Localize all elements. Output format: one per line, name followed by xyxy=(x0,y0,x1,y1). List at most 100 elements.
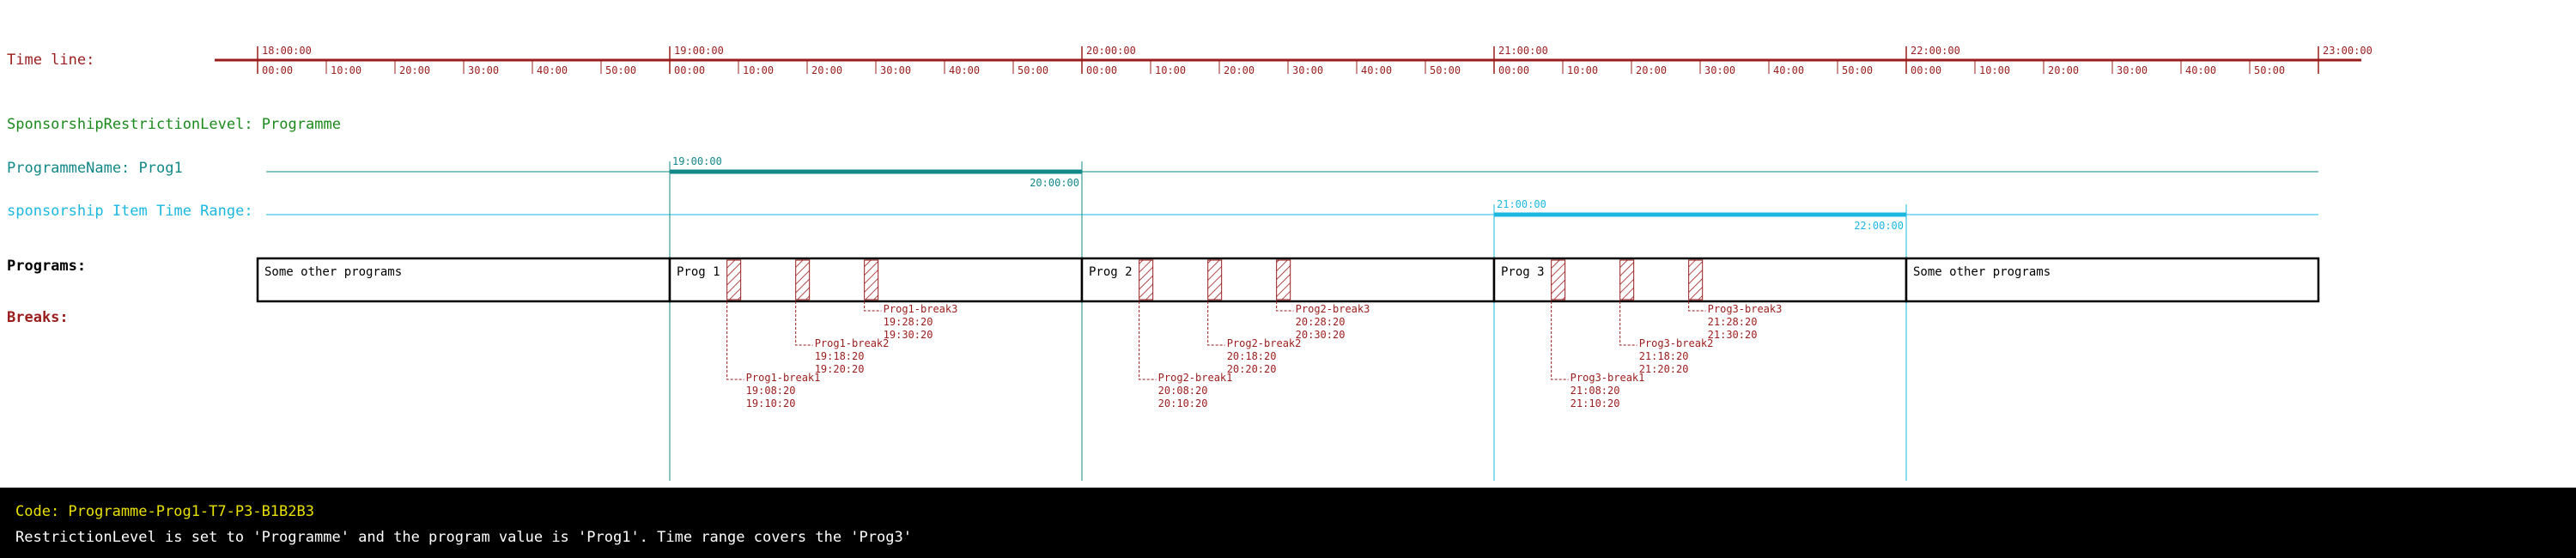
break-start-time: 20:08:20 xyxy=(1158,385,1208,397)
break-block xyxy=(1276,259,1291,300)
program-name: Prog 1 xyxy=(677,265,720,279)
break-block xyxy=(795,259,811,300)
minute-tick-label: 10:00 xyxy=(743,64,774,76)
break-start-time: 20:18:20 xyxy=(1227,350,1277,362)
minute-tick-label: 30:00 xyxy=(468,64,499,76)
minute-tick-label: 20:00 xyxy=(811,64,842,76)
footer-code: Code: Programme-Prog1-T7-P3-B1B2B3 xyxy=(15,503,314,520)
hour-tick-label: 18:00:00 xyxy=(262,45,312,57)
break-start-time: 20:28:20 xyxy=(1296,316,1346,328)
hour-tick-label: 20:00:00 xyxy=(1086,45,1136,57)
minute-tick-label: 40:00 xyxy=(2185,64,2216,76)
break-leader-line xyxy=(1688,301,1706,312)
minute-tick-label: 30:00 xyxy=(880,64,911,76)
minute-tick-label: 20:00 xyxy=(1224,64,1255,76)
break-block xyxy=(1551,259,1566,300)
break-end-time: 19:30:20 xyxy=(884,329,933,341)
minute-tick-label: 10:00 xyxy=(331,64,361,76)
timeline-diagram: Time line: SponsorshipRestrictionLevel: … xyxy=(7,45,2372,481)
break-name: Prog1-break3 xyxy=(884,303,958,315)
item-range-start: 21:00:00 xyxy=(1497,198,1546,210)
minute-tick-label: 40:00 xyxy=(1361,64,1392,76)
break-name: Prog1-break2 xyxy=(815,337,890,349)
break-name: Prog2-break2 xyxy=(1227,337,1302,349)
break-block xyxy=(864,259,879,300)
break-end-time: 19:20:20 xyxy=(815,363,865,375)
restriction-level-label: SponsorshipRestrictionLevel: Programme xyxy=(7,116,341,133)
item-time-range-label: sponsorship Item Time Range: xyxy=(7,203,253,220)
break-start-time: 19:28:20 xyxy=(884,316,933,328)
minute-tick-label: 30:00 xyxy=(2117,64,2148,76)
break-end-time: 20:30:20 xyxy=(1296,329,1346,341)
minute-tick-label: 50:00 xyxy=(1018,64,1048,76)
break-end-time: 20:10:20 xyxy=(1158,397,1208,409)
break-block xyxy=(1688,259,1704,300)
minute-tick-label: 00:00 xyxy=(674,64,705,76)
hour-tick-label: 23:00:00 xyxy=(2323,45,2372,57)
break-start-time: 19:08:20 xyxy=(746,385,796,397)
schedule-svg: 18:00:00 00:00 10:00 20:00 30:00 40:00 50:00 19… xyxy=(215,45,2372,481)
break-block xyxy=(1619,259,1635,300)
break-block xyxy=(1207,259,1223,300)
break-name: Prog2-break1 xyxy=(1158,372,1233,384)
programme-range-end: 20:00:00 xyxy=(1030,177,1079,189)
program-block xyxy=(1905,257,2320,303)
break-name: Prog2-break3 xyxy=(1296,303,1370,315)
minute-tick-label: 00:00 xyxy=(1086,64,1117,76)
minute-tick-label: 00:00 xyxy=(1911,64,1941,76)
break-name: Prog3-break3 xyxy=(1708,303,1783,315)
break-start-time: 19:18:20 xyxy=(815,350,865,362)
minute-tick-label: 20:00 xyxy=(399,64,430,76)
program-name: Prog 2 xyxy=(1089,265,1133,279)
item-range-end: 22:00:00 xyxy=(1854,220,1904,232)
programme-name-label: ProgrammeName: Prog1 xyxy=(7,160,183,177)
break-start-time: 21:18:20 xyxy=(1639,350,1689,362)
break-end-time: 21:20:20 xyxy=(1639,363,1689,375)
minute-tick-label: 00:00 xyxy=(262,64,293,76)
break-leader-line xyxy=(1619,301,1637,346)
minute-tick-label: 30:00 xyxy=(1704,64,1735,76)
hour-tick-label: 21:00:00 xyxy=(1498,45,1548,57)
break-end-time: 21:30:20 xyxy=(1708,329,1758,341)
break-name: Prog3-break2 xyxy=(1639,337,1714,349)
hour-tick-label: 19:00:00 xyxy=(674,45,724,57)
break-leader-line xyxy=(726,301,744,380)
break-leader-line xyxy=(1551,301,1569,380)
programs-label: Programs: xyxy=(7,258,87,275)
minute-tick-label: 20:00 xyxy=(1636,64,1667,76)
minute-tick-label: 50:00 xyxy=(1842,64,1873,76)
break-block xyxy=(1139,259,1154,300)
minute-tick-label: 20:00 xyxy=(2048,64,2079,76)
break-start-time: 21:28:20 xyxy=(1708,316,1758,328)
break-start-time: 21:08:20 xyxy=(1571,385,1620,397)
footer-description: RestrictionLevel is set to 'Programme' a… xyxy=(15,529,912,546)
break-block xyxy=(726,259,742,300)
program-name: Some other programs xyxy=(264,265,402,279)
footer-panel: Code: Programme-Prog1-T7-P3-B1B2B3 Restr… xyxy=(0,488,2576,558)
breaks-label: Breaks: xyxy=(7,309,69,326)
minute-tick-label: 10:00 xyxy=(1567,64,1598,76)
break-end-time: 21:10:20 xyxy=(1571,397,1620,409)
minute-tick-label: 00:00 xyxy=(1498,64,1529,76)
break-leader-line xyxy=(1276,301,1294,312)
program-name: Prog 3 xyxy=(1501,265,1545,279)
break-name: Prog3-break1 xyxy=(1571,372,1645,384)
program-name: Some other programs xyxy=(1913,265,2050,279)
minute-tick-label: 50:00 xyxy=(605,64,636,76)
break-end-time: 19:10:20 xyxy=(746,397,796,409)
break-leader-line xyxy=(795,301,813,346)
hour-tick-label: 22:00:00 xyxy=(1911,45,1960,57)
minute-tick-label: 50:00 xyxy=(1430,64,1461,76)
minute-tick-label: 10:00 xyxy=(1979,64,2010,76)
minute-tick-label: 40:00 xyxy=(537,64,568,76)
programme-range-start: 19:00:00 xyxy=(672,155,722,167)
minute-tick-label: 10:00 xyxy=(1155,64,1186,76)
break-leader-line xyxy=(1139,301,1157,380)
timeline-label: Time line: xyxy=(7,52,95,69)
minute-tick-label: 40:00 xyxy=(1773,64,1804,76)
break-end-time: 20:20:20 xyxy=(1227,363,1277,375)
minute-tick-label: 30:00 xyxy=(1292,64,1323,76)
minute-tick-label: 40:00 xyxy=(949,64,980,76)
break-name: Prog1-break1 xyxy=(746,372,821,384)
break-leader-line xyxy=(864,301,882,312)
